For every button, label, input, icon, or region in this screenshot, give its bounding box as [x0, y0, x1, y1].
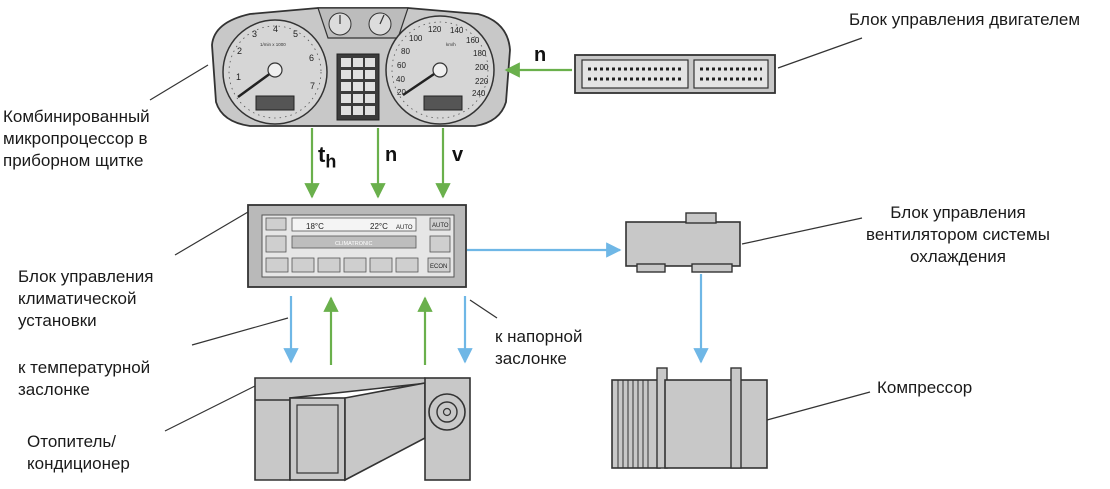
speedo-number-220: 220	[475, 77, 489, 86]
label-climate-line-2: климатической	[18, 289, 137, 308]
climate-temp-right: 22°C	[370, 222, 388, 231]
label-climate-unit: Блок управления климатической установки	[18, 266, 153, 332]
tacho-number-5: 5	[293, 29, 298, 39]
label-climate-line-3: установки	[18, 311, 97, 330]
tacho-number-4: 4	[273, 24, 278, 34]
speedo-caption: km/h	[446, 42, 456, 47]
speedo-number-80: 80	[401, 47, 410, 56]
engine-ecu	[574, 54, 776, 94]
compressor	[611, 367, 768, 469]
label-fan-line-2: вентилятором системы	[866, 225, 1050, 244]
speedo-number-40: 40	[396, 75, 405, 84]
label-heater-line-1: Отопитель/	[27, 432, 116, 451]
signal-arrows	[283, 62, 709, 365]
speedo-number-180: 180	[473, 49, 487, 58]
climate-temp-left: 18°C	[306, 222, 324, 231]
climate-control-unit	[247, 204, 467, 288]
climatronic-brand: CLIMATRONIC	[335, 241, 373, 247]
label-heater-ac: Отопитель/ кондиционер	[27, 431, 130, 475]
label-heater-line-2: кондиционер	[27, 454, 130, 473]
auto-button: AUTO	[432, 223, 449, 229]
tachometer	[222, 19, 328, 125]
label-temp-flap: к температурной заслонке	[18, 357, 150, 401]
label-fan-line-1: Блок управления	[890, 203, 1026, 222]
signal-th-main: t	[318, 142, 326, 167]
speedo-number-240: 240	[472, 89, 486, 98]
heater-ac-unit	[254, 377, 471, 482]
speedo-number-160: 160	[466, 36, 480, 45]
tacho-number-1: 1	[236, 72, 241, 82]
econ-button: ECON	[430, 264, 447, 270]
tacho-number-2: 2	[237, 46, 242, 56]
signal-n: n	[385, 144, 398, 166]
label-cluster-processor: Комбинированный микропроцессор в приборн…	[3, 106, 150, 172]
speedo-number-60: 60	[397, 61, 406, 70]
label-pressure-flap-line-1: к напорной	[495, 327, 583, 346]
speedo-number-200: 200	[475, 63, 489, 72]
label-cluster-line-3: приборном щитке	[3, 151, 144, 170]
tacho-caption: 1/min x 1000	[260, 42, 286, 47]
climate-mode-display: AUTO	[396, 225, 413, 231]
signal-th: th	[318, 142, 336, 172]
leader-lines	[149, 37, 871, 432]
label-fan-unit: Блок управления вентилятором системы охл…	[866, 202, 1050, 268]
label-temp-flap-line-2: заслонке	[18, 380, 90, 399]
speedo-number-120: 120	[428, 25, 442, 34]
fan-control-unit	[625, 212, 741, 273]
signal-th-subscript: h	[325, 151, 337, 172]
label-pressure-flap: к напорной заслонке	[495, 326, 582, 370]
instrument-cluster: 1 2 3 4 5 6 7 1/min x 1000 20 40 60 80 1…	[211, 7, 511, 127]
speedo-number-140: 140	[450, 26, 464, 35]
signal-v: v	[452, 144, 464, 166]
tacho-number-6: 6	[309, 53, 314, 63]
label-cluster-line-2: микропроцессор в	[3, 129, 148, 148]
tacho-number-7: 7	[310, 81, 315, 91]
label-fan-line-3: охлаждения	[909, 247, 1006, 266]
telltale-block	[336, 53, 380, 121]
label-temp-flap-line-1: к температурной	[18, 358, 151, 377]
label-compressor: Компрессор	[877, 378, 973, 397]
label-engine-ecu: Блок управления двигателем	[849, 10, 1081, 29]
signal-n-ecu: n	[534, 44, 547, 66]
tacho-number-3: 3	[252, 29, 257, 39]
speedo-number-20: 20	[397, 88, 406, 97]
label-cluster-line-1: Комбинированный	[3, 107, 150, 126]
label-pressure-flap-line-2: заслонке	[495, 349, 567, 368]
speedometer	[385, 15, 495, 125]
speedo-number-100: 100	[409, 34, 423, 43]
label-climate-line-1: Блок управления	[18, 267, 154, 286]
